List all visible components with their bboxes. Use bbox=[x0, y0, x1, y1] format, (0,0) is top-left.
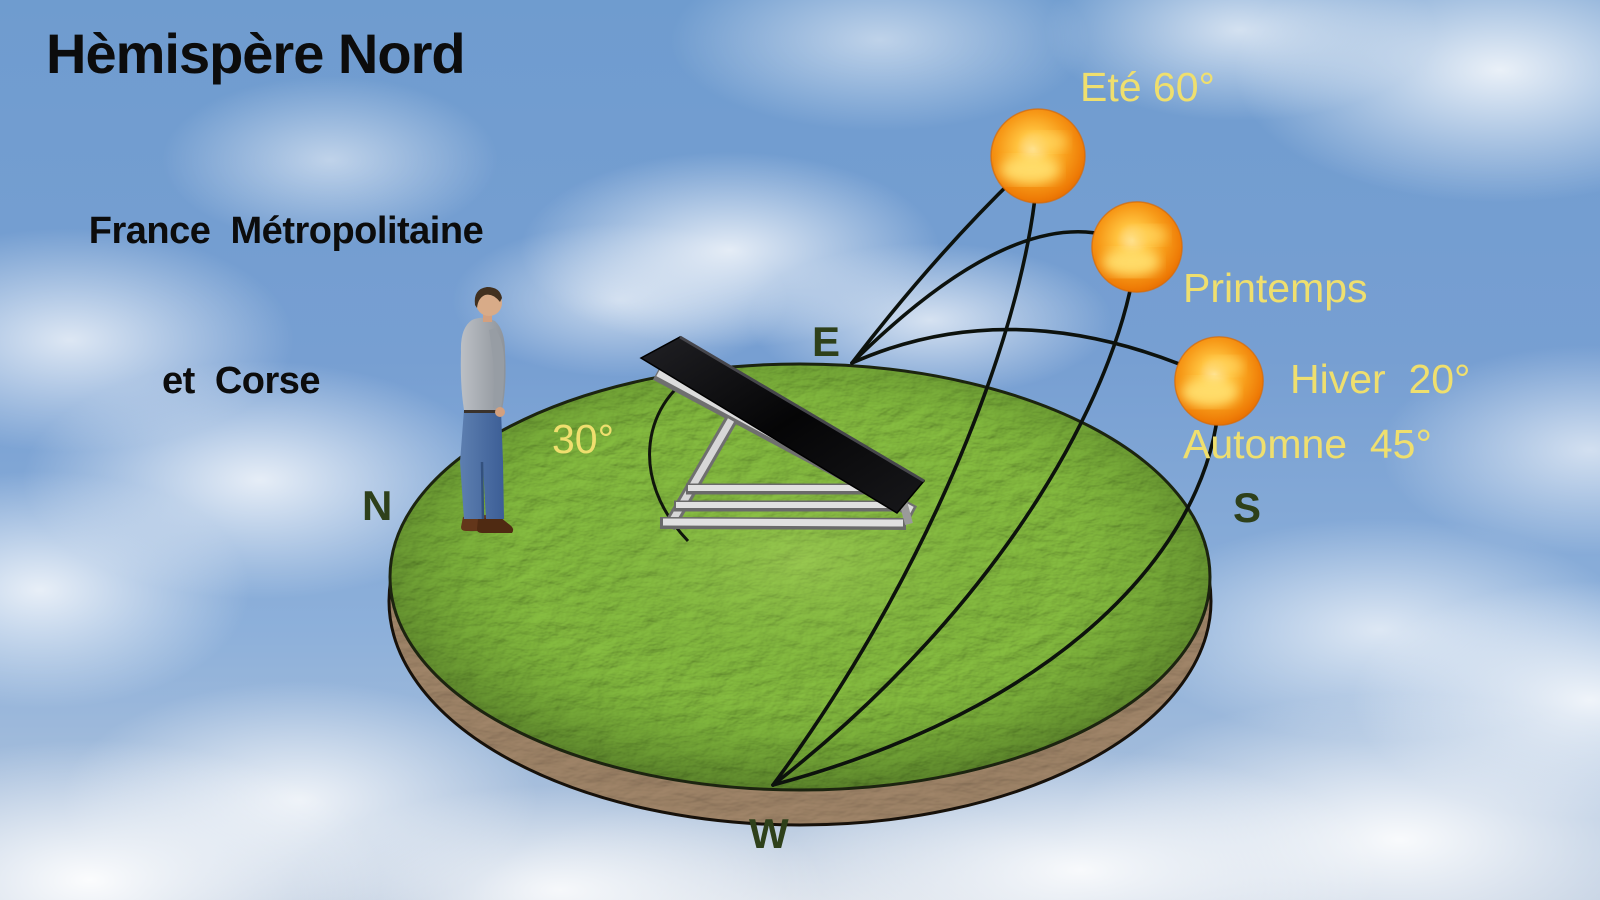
panel-top-edge-sheen bbox=[679, 335, 925, 483]
compass-west: W bbox=[749, 810, 789, 857]
compass-north: N bbox=[362, 482, 393, 529]
compass-south: S bbox=[1233, 484, 1262, 531]
page-subtitle: France Métropolitaine et Corse bbox=[46, 106, 526, 506]
sun-icon-winter bbox=[1174, 336, 1264, 426]
subtitle-line1: France Métropolitaine bbox=[88, 210, 484, 252]
compass-east: E bbox=[812, 318, 841, 365]
arc-spring-autumn bbox=[771, 229, 1139, 787]
person-neck bbox=[483, 311, 492, 322]
label-spring-line1: Printemps bbox=[1183, 265, 1368, 311]
label-spring-autumn-elevation: Printemps Automne 45° bbox=[1183, 158, 1432, 574]
person-hair bbox=[474, 287, 502, 308]
panel-base-bar3-light bbox=[662, 518, 904, 527]
label-autumn-line2: Automne 45° bbox=[1183, 421, 1432, 467]
person-arm bbox=[489, 328, 505, 408]
solar-panel bbox=[639, 335, 926, 531]
label-panel-tilt: 30° bbox=[552, 416, 615, 462]
person-jeans-seam bbox=[480, 461, 485, 520]
page-title: Hèmispère Nord bbox=[46, 22, 466, 85]
sun-icon-spring-autumn bbox=[1091, 201, 1183, 293]
label-summer-elevation: Eté 60° bbox=[1080, 64, 1215, 110]
ground-disc bbox=[387, 362, 1213, 827]
person-hand bbox=[495, 407, 505, 417]
person-shoe-front bbox=[477, 517, 514, 533]
label-winter-elevation: Hiver 20° bbox=[1290, 356, 1471, 402]
person bbox=[460, 287, 514, 533]
sun-icon-summer bbox=[990, 108, 1086, 204]
disc-grass-shading bbox=[390, 364, 1210, 790]
subtitle-line2: et Corse bbox=[161, 360, 321, 402]
disc-grass-outline bbox=[388, 362, 1212, 792]
arc-summer bbox=[771, 151, 1040, 787]
